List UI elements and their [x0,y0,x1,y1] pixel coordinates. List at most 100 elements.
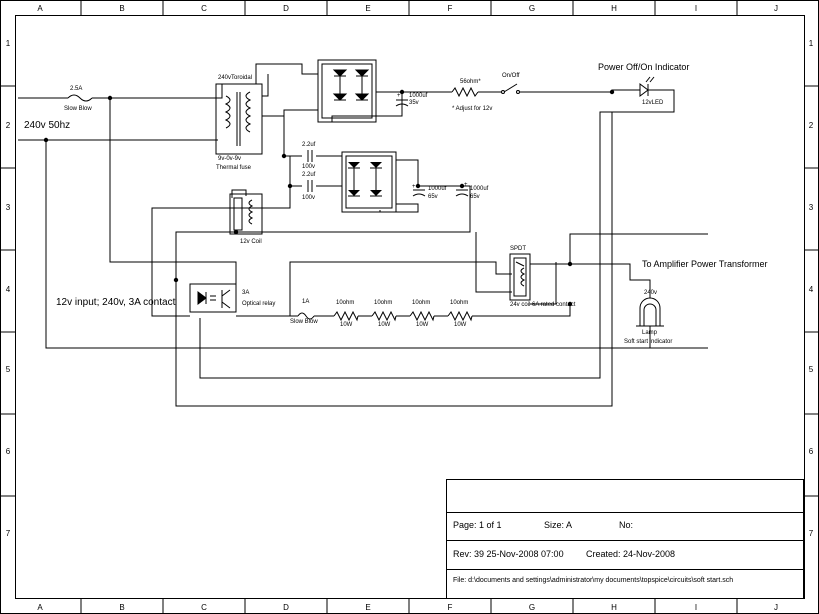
lamp-desc: Soft start indicator [624,339,672,345]
capacitor-2-2uf-2 [307,180,313,192]
relay-input-label: 12v input; 240v, 3A contact [56,297,176,308]
lamp-label: Lamp [642,330,658,336]
wires [18,63,708,407]
row-label: 5 [6,365,11,374]
r1-value: 10ohm [336,300,354,306]
fuse2-rating: 1A [302,299,309,305]
c1000c-volt: 65v [470,194,480,200]
row-label: 4 [809,285,814,294]
capacitor-2-2uf-1 [307,150,313,162]
fuse1-type: Slow Blow [64,106,92,112]
c1000b-value: 1000uf [428,186,447,192]
mains-label: 240v 50hz [24,120,70,131]
resistor-56ohm [451,86,479,98]
r2-watt: 10W [378,322,391,328]
col-label: G [529,4,535,13]
bridge-rectifier-2-fill [348,162,382,196]
lamp-icon [636,297,664,327]
title-block [446,479,804,599]
col-label: H [611,4,617,13]
row-label: 3 [809,203,814,212]
row-label: 1 [6,39,11,48]
col-label: B [119,603,124,612]
row-label: 3 [6,203,11,212]
cap2-volt: 100v [302,195,315,201]
fuse1-rating: 2.5A [70,86,82,92]
relay-rating: 3A [242,290,249,296]
r3-value: 10ohm [412,300,430,306]
resistor-chain [333,310,473,322]
r4-watt: 10W [454,322,467,328]
optical-relay-fill [198,292,206,304]
toroidal-transformer [215,83,263,155]
border-labels: A B C D E F G H I J A B C D E F G H I J … [6,4,814,612]
switch-label: On/Off [502,73,520,79]
row-label: 2 [809,121,814,130]
on-off-switch [501,83,520,94]
col-label: H [611,603,617,612]
col-label: D [283,603,289,612]
capacitor-1000uf-65v-1 [412,189,426,197]
r2-value: 10ohm [374,300,392,306]
row-label: 1 [809,39,814,48]
row-label: 7 [809,529,814,538]
row-label: 6 [6,447,11,456]
drawing-number: No: [619,520,633,530]
capacitor-1000uf-65v-2 [455,189,469,197]
res56-label: 56ohm* [460,79,481,85]
revision: Rev: 39 25-Nov-2008 07:00 [453,549,564,559]
coil24-label: 24v coil 6A rated contact [510,302,576,308]
col-label: J [774,4,778,13]
col-label: F [448,603,453,612]
col-label: I [695,4,697,13]
plus-sign: + [397,93,401,99]
toroidal-label: 240vToroidal [218,75,252,81]
row-label: 4 [6,285,11,294]
row-label: 7 [6,529,11,538]
bridge-rectifier-2 [341,151,397,213]
thermal-fuse-label: Thermal fuse [216,165,252,171]
col-label: G [529,603,535,612]
fuse-2-5a [67,94,93,102]
amp-tx-label: To Amplifier Power Transformer [642,259,768,269]
led-icon [639,76,668,97]
page-number: Page: 1 of 1 [453,520,502,530]
col-label: C [201,4,207,13]
spdt-relay [509,253,531,301]
secondary-label: 9v-0v-9v [218,156,241,162]
col-label: I [695,603,697,612]
lamp-volt: 240v [644,290,657,296]
fuse2-type: Slow Blow [290,319,318,325]
c1000b-volt: 65v [428,194,438,200]
junction-dots [43,89,615,307]
cap2-value: 2.2uf [302,172,316,178]
col-label: B [119,4,124,13]
bridge-rectifier-1 [317,59,377,123]
c1000c-value: 1000uf [470,186,489,192]
coil12-label: 12v Coil [240,239,262,245]
led-label: 12vLED [642,100,664,106]
col-label: D [283,4,289,13]
col-label: C [201,603,207,612]
row-label: 2 [6,121,11,130]
relay-name: Optical relay [242,301,275,307]
bridge-rectifier-1-fill [334,70,368,100]
row-label: 5 [809,365,814,374]
col-label: E [365,4,370,13]
col-label: A [37,603,43,612]
indicator-title: Power Off/On Indicator [598,62,689,72]
fuse-1a [297,312,315,320]
sheet-size: Size: A [544,520,572,530]
col-label: E [365,603,370,612]
capacitor-1000uf-35v [395,99,409,107]
file-path: File: d:\documents and settings\administ… [453,577,733,584]
r3-watt: 10W [416,322,429,328]
c1000a-volt: 35v [409,100,419,106]
r4-value: 10ohm [450,300,468,306]
row-label: 6 [809,447,814,456]
plus-sign: + [464,182,468,188]
cap1-value: 2.2uf [302,142,316,148]
col-label: F [448,4,453,13]
